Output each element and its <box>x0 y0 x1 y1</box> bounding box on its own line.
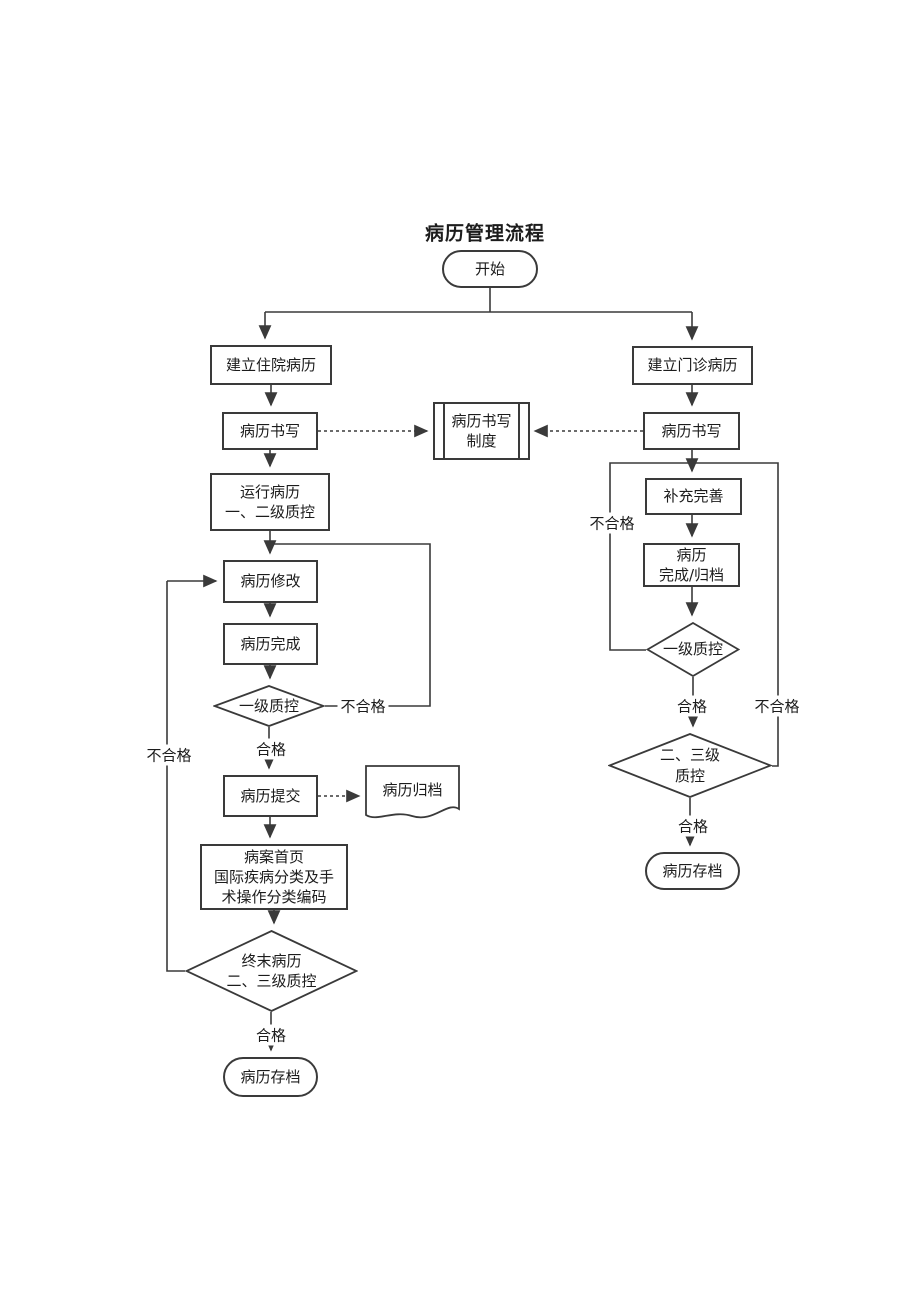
node-label: 病历提交 <box>240 786 301 805</box>
node-create-inpatient-record: 建立住院病历 <box>210 345 332 385</box>
node-record-submit: 病历提交 <box>223 775 318 817</box>
node-label-line1: 病案首页 <box>243 847 304 866</box>
node-label: 病历存档 <box>662 861 723 880</box>
edge-label-fail-left-qc1: 不合格 <box>337 695 389 717</box>
node-record-writing-right: 病历书写 <box>643 412 740 450</box>
edge-label-pass-left-qc1: 合格 <box>252 738 290 760</box>
node-label-line3: 术操作分类编码 <box>221 888 327 907</box>
node-label-line2: 制度 <box>466 432 497 450</box>
node-label-line1: 病历书写 <box>451 411 512 430</box>
edge-label-fail-right-qc1: 不合格 <box>586 512 638 534</box>
edge-label-pass-right-qc23: 合格 <box>674 815 712 837</box>
edge-label-pass-final-qc: 合格 <box>252 1024 290 1046</box>
edge-label-fail-final-qc: 不合格 <box>143 744 195 766</box>
node-record-modify: 病历修改 <box>223 560 318 603</box>
decision-qc23-right: 二、三级 质控 <box>608 733 772 798</box>
node-label: 病历存档 <box>240 1067 301 1086</box>
document-record-filing: 病历归档 <box>365 765 460 825</box>
diamond-shape <box>608 733 772 798</box>
node-front-page-coding: 病案首页 国际疾病分类及手 术操作分类编码 <box>200 844 348 910</box>
flowchart-title: 病历管理流程 <box>424 222 546 245</box>
end-node-record-store-left: 病历存档 <box>223 1057 318 1097</box>
diamond-shape <box>185 930 358 1012</box>
edge-label-pass-right-qc1: 合格 <box>673 695 711 717</box>
node-label: 病历书写 <box>661 421 722 440</box>
edge-label-fail-right-qc23: 不合格 <box>751 695 803 717</box>
node-label: 一级质控 <box>662 640 723 659</box>
node-label: 病历书写 <box>239 421 300 440</box>
node-label: 补充完善 <box>663 487 724 506</box>
node-label-line1: 二、三级 <box>659 746 720 765</box>
node-record-writing-left: 病历书写 <box>222 412 318 450</box>
node-create-outpatient-record: 建立门诊病历 <box>632 346 753 385</box>
decision-level1-qc-right: 一级质控 <box>646 622 740 677</box>
node-label: 一级质控 <box>238 696 299 715</box>
node-supplement-improve: 补充完善 <box>645 478 742 515</box>
node-record-complete-archive-right: 病历 完成/归档 <box>643 543 740 587</box>
diamond-shape <box>213 685 325 727</box>
end-node-record-store-right: 病历存档 <box>645 852 740 890</box>
node-label: 病历修改 <box>240 572 301 591</box>
node-label-line1: 病历 <box>676 545 707 564</box>
node-running-record-qc12: 运行病历 一、二级质控 <box>210 473 330 531</box>
decision-level1-qc-left: 一级质控 <box>213 685 325 727</box>
node-label: 病历完成 <box>240 634 301 653</box>
node-label-line2: 国际疾病分类及手 <box>213 867 334 886</box>
node-label: 建立住院病历 <box>225 355 316 374</box>
node-label-line2: 二、三级质控 <box>226 972 317 990</box>
decision-final-record-qc23: 终末病历 二、三级质控 <box>185 930 358 1012</box>
node-label-line2: 一、二级质控 <box>224 503 315 521</box>
node-record-writing-rules: 病历书写 制度 <box>433 402 530 460</box>
node-label-line1: 运行病历 <box>239 482 300 501</box>
node-label-line2: 完成/归档 <box>658 566 725 584</box>
diamond-shape <box>646 622 740 677</box>
node-label: 病历归档 <box>382 780 443 799</box>
start-node: 开始 <box>442 250 538 288</box>
node-label-line2: 质控 <box>674 766 705 785</box>
document-shape <box>365 765 460 819</box>
node-label: 建立门诊病历 <box>647 356 738 375</box>
start-label: 开始 <box>474 259 505 278</box>
node-record-complete-left: 病历完成 <box>223 623 318 665</box>
node-label-line1: 终末病历 <box>241 951 302 970</box>
